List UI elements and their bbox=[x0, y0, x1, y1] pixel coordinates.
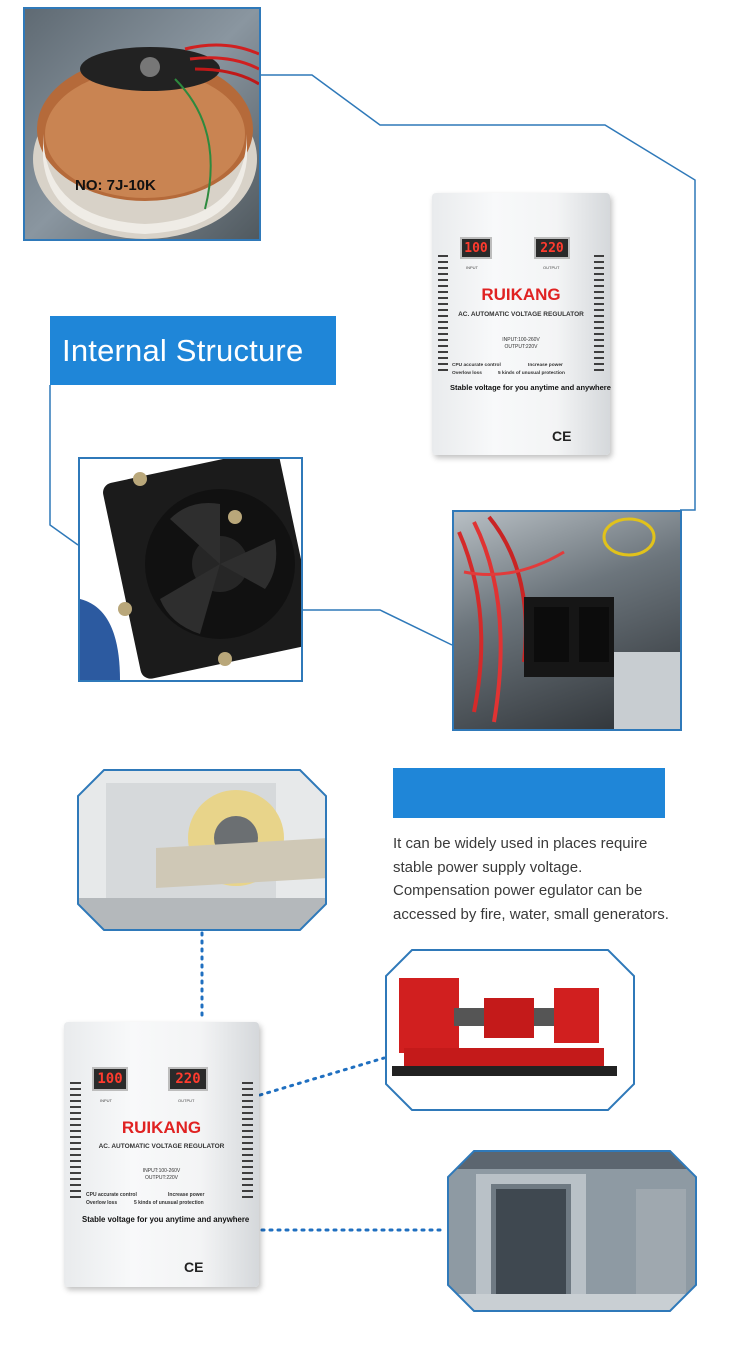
left-vents bbox=[70, 1082, 81, 1198]
spec-input: INPUT:100-260V bbox=[142, 1168, 181, 1174]
ct-scanner-illustration bbox=[77, 769, 327, 931]
cooling-fan-photo bbox=[78, 457, 303, 682]
model-text: AC. AUTOMATIC VOLTAGE REGULATOR bbox=[98, 1143, 225, 1150]
description-line: It can be widely used in places require bbox=[393, 835, 648, 852]
feature-2: Increase power bbox=[168, 1192, 205, 1198]
spec-input: INPUT:100-260V bbox=[502, 337, 540, 343]
voltage-regulator-image-bottom: 100 220 INPUT OUTPUT RUIKANG AC. AUTOMAT… bbox=[64, 1022, 259, 1287]
input-label: INPUT bbox=[466, 265, 478, 270]
ct-scanner-photo bbox=[76, 768, 328, 932]
feature-1: CPU accurate control bbox=[452, 363, 501, 368]
section-title: Internal Structure bbox=[50, 316, 336, 385]
feature-4: 5 kinds of unusual protection bbox=[134, 1200, 204, 1206]
right-vents bbox=[242, 1082, 253, 1198]
relay-wiring-photo bbox=[452, 510, 682, 731]
description-text: It can be widely used in places require … bbox=[393, 832, 733, 926]
lathe-illustration bbox=[385, 949, 635, 1111]
toroid-label: NO: 7J-10K bbox=[75, 177, 156, 194]
feature-1: CPU accurate control bbox=[86, 1192, 137, 1198]
output-label: OUTPUT bbox=[543, 265, 560, 270]
feature-4: 5 kinds of unusual protection bbox=[498, 371, 565, 376]
lathe-machine-photo bbox=[384, 948, 636, 1112]
voltage-regulator-image-top: 100 220 INPUT OUTPUT RUIKANG AC. AUTOMAT… bbox=[432, 193, 611, 455]
input-label: INPUT bbox=[100, 1098, 112, 1103]
elevator-lobby-photo bbox=[446, 1149, 698, 1313]
model-text: AC. AUTOMATIC VOLTAGE REGULATOR bbox=[458, 311, 584, 318]
toroid-illustration bbox=[33, 43, 259, 239]
feature-3: Overlow loss bbox=[452, 371, 482, 376]
output-meter: 220 bbox=[168, 1067, 208, 1091]
ce-mark: CE bbox=[184, 1259, 204, 1275]
relay-illustration bbox=[457, 515, 680, 729]
ce-mark: CE bbox=[552, 428, 572, 444]
slogan: Stable voltage for you anytime and anywh… bbox=[450, 383, 611, 392]
input-meter: 100 bbox=[92, 1067, 128, 1091]
brand-logo: RUIKANG bbox=[481, 285, 561, 304]
output-label: OUTPUT bbox=[178, 1098, 195, 1103]
spec-output: OUTPUT:220V bbox=[144, 1175, 179, 1181]
brand-logo: RUIKANG bbox=[121, 1118, 202, 1137]
description-line: accessed by fire, water, small generator… bbox=[393, 905, 669, 923]
description-line: Compensation power egulator can be bbox=[393, 882, 643, 899]
output-meter: 220 bbox=[534, 237, 570, 259]
input-meter: 100 bbox=[460, 237, 492, 259]
right-vents bbox=[594, 255, 604, 371]
description-line: stable power supply voltage. bbox=[393, 858, 583, 876]
feature-3: Overlow loss bbox=[86, 1200, 118, 1206]
description-header-bar bbox=[393, 768, 665, 818]
fan-illustration bbox=[80, 459, 301, 680]
spec-output: OUTPUT:220V bbox=[504, 344, 538, 350]
toroid-transformer-photo: NO: 7J-10K bbox=[23, 7, 261, 241]
elevator-illustration bbox=[447, 1150, 697, 1312]
left-vents bbox=[438, 255, 448, 371]
slogan: Stable voltage for you anytime and anywh… bbox=[82, 1215, 250, 1224]
feature-2: Increase power bbox=[528, 363, 563, 368]
